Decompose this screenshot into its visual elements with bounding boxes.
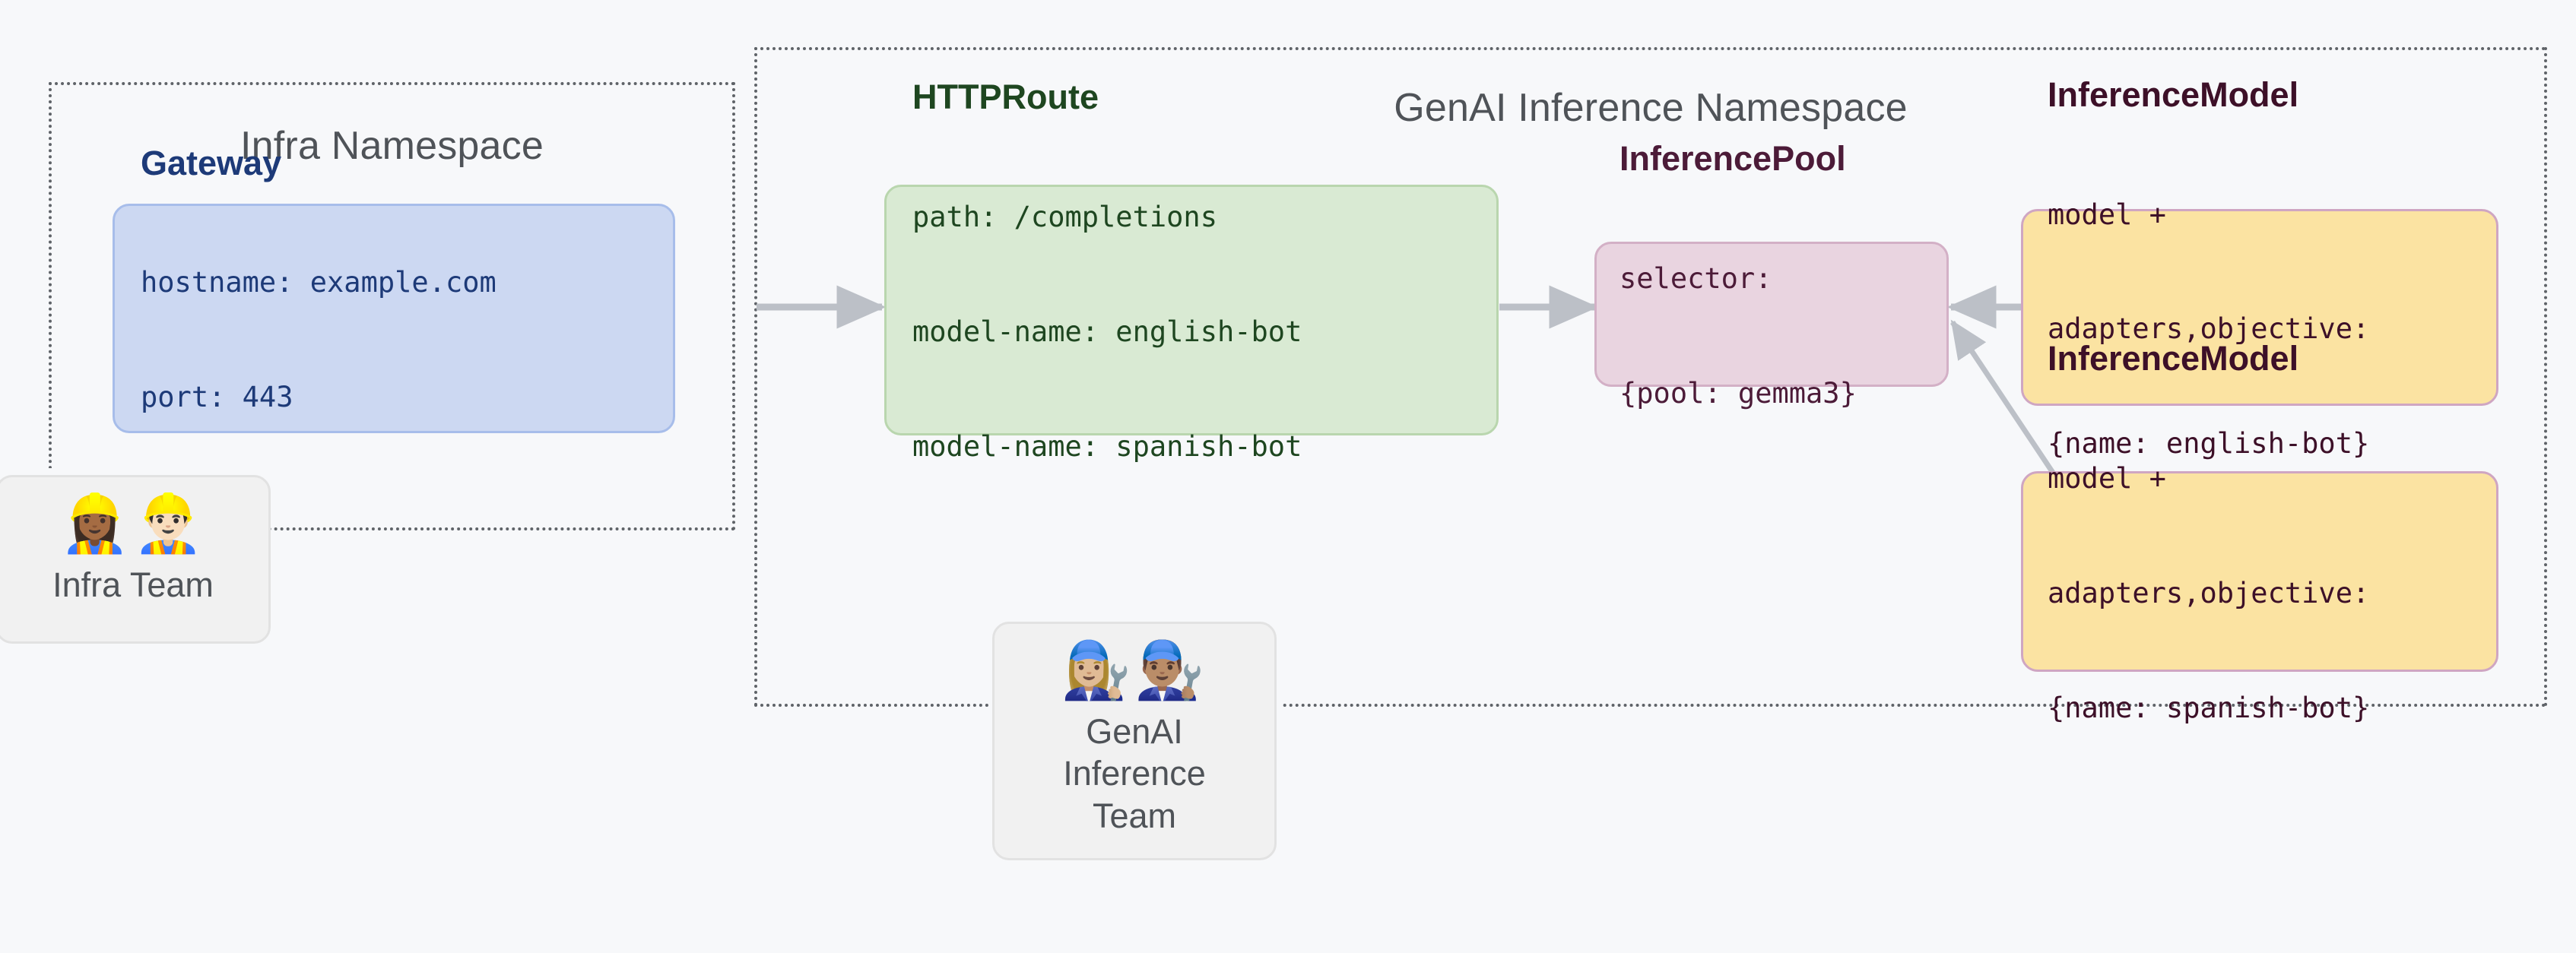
- team-card-genai[interactable]: 👩🏼‍🔧👨🏽‍🔧 GenAI Inference Team: [992, 622, 1277, 860]
- node-inferencemodel-spanish-title: InferenceModel: [2048, 339, 2299, 378]
- node-inferencepool-line-2: {pool: gemma3}: [1620, 376, 1857, 410]
- team-genai-label: GenAI Inference Team: [1063, 711, 1206, 836]
- team-infra-avatars: 👷🏾‍♀️👷🏻‍♂️: [59, 492, 207, 555]
- node-httproute-body: path: /completions model-name: english-b…: [912, 122, 1470, 542]
- namespace-title-infra: Infra Namespace: [240, 124, 544, 168]
- node-gateway-body: hostname: example.com port: 443: [141, 188, 647, 494]
- node-inferencemodel-english-line-3: {name: english-bot}: [2048, 427, 2370, 461]
- node-inferencemodel-spanish[interactable]: InferenceModel model + adapters,objectiv…: [2021, 339, 2498, 724]
- node-gateway-line-2: port: 443: [141, 381, 293, 414]
- namespace-infra: [49, 82, 735, 530]
- node-gateway-line-1: hostname: example.com: [141, 266, 496, 299]
- node-inferencemodel-english-title: InferenceModel: [2048, 74, 2299, 114]
- node-inferencemodel-english-line-2: adapters,objective:: [2048, 312, 2370, 346]
- team-card-infra[interactable]: 👷🏾‍♀️👷🏻‍♂️ Infra Team: [0, 475, 271, 644]
- node-inferencemodel-spanish-line-3: {name: spanish-bot}: [2048, 691, 2370, 724]
- node-inferencemodel-spanish-line-1: model +: [2048, 462, 2166, 495]
- node-gateway[interactable]: Gateway hostname: example.com port: 443: [113, 144, 675, 433]
- node-inferencemodel-spanish-body: model + adapters,objective: {name: spani…: [2048, 383, 2472, 803]
- node-inferencemodel-english[interactable]: InferenceModel model + adapters,objectiv…: [2021, 75, 2498, 460]
- node-inferencemodel-spanish-line-2: adapters,objective:: [2048, 576, 2370, 609]
- namespace-title-genai: GenAI Inference Namespace: [1394, 86, 1908, 130]
- node-httproute-title: HTTPRoute: [912, 78, 1099, 117]
- team-infra-label: Infra Team: [52, 565, 214, 604]
- node-inferencepool-line-1: selector:: [1620, 261, 1772, 295]
- node-inferencemodel-english-body: model + adapters,objective: {name: engli…: [2048, 119, 2472, 540]
- node-gateway-title: Gateway: [141, 143, 282, 182]
- node-inferencemodel-english-line-1: model +: [2048, 198, 2166, 231]
- node-inferencepool-title: InferencePool: [1620, 139, 1846, 179]
- node-httproute[interactable]: HTTPRoute path: /completions model-name:…: [884, 78, 1499, 463]
- namespace-genai: [754, 47, 2547, 707]
- node-httproute-line-1: path: /completions: [912, 201, 1217, 233]
- team-genai-avatars: 👩🏼‍🔧👨🏽‍🔧: [1061, 638, 1208, 701]
- node-inferencepool-body: selector: {pool: gemma3}: [1620, 183, 1924, 489]
- node-httproute-line-3: model-name: spanish-bot: [912, 429, 1302, 463]
- node-inferencepool[interactable]: InferencePool selector: {pool: gemma3}: [1594, 139, 1949, 410]
- node-httproute-line-2: model-name: english-bot: [912, 315, 1302, 348]
